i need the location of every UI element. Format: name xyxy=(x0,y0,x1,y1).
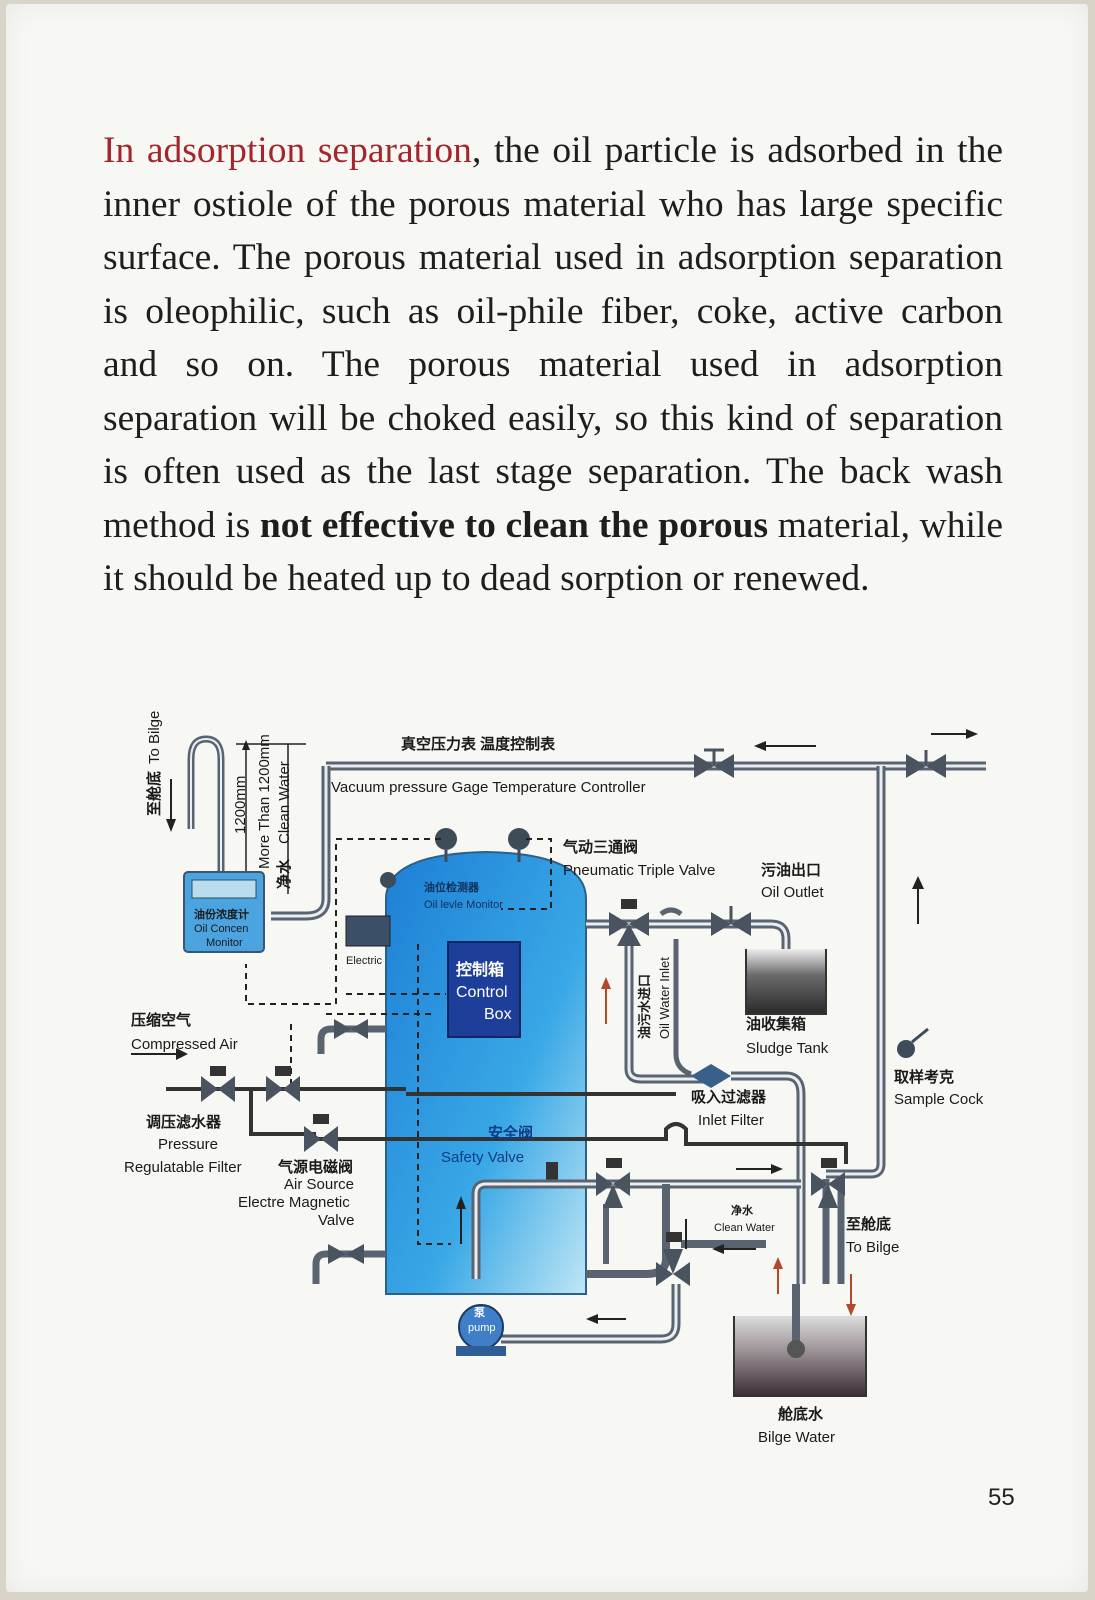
inlet-filter-label-cn: 吸入过滤器 xyxy=(691,1089,767,1106)
separator-tank xyxy=(385,850,587,1295)
clean-water-label-en: Clean Water xyxy=(714,1222,775,1234)
air-source-valve-label-en3: Valve xyxy=(318,1212,355,1229)
page-number: 55 xyxy=(988,1484,1015,1511)
pneumatic-triple-valve xyxy=(609,899,649,946)
air-source-valve-label-en1: Air Source xyxy=(284,1176,355,1193)
ocm-label-cn: 油份浓度计 xyxy=(194,909,249,921)
bilge-water-label-en: Bilge Water xyxy=(758,1429,835,1446)
oil-outlet-label-en: Oil Outlet xyxy=(761,884,824,901)
ocm-label-en1: Oil Concen xyxy=(194,923,249,935)
pneumatic-valve-label-en: Pneumatic Triple Valve xyxy=(563,862,716,879)
oil-level-label-en: Oil levle Monitor xyxy=(424,899,503,911)
compressed-air-label-en: Compressed Air xyxy=(131,1036,238,1053)
to-bilge-label-en: To Bilge xyxy=(146,710,163,764)
air-source-valve-label-en2: Electre Magnetic xyxy=(238,1194,350,1211)
top-valve-2 xyxy=(906,750,946,778)
pump-label-cn: 泵 xyxy=(474,1307,485,1319)
air-source-valve-label-cn: 气源电磁阀 xyxy=(278,1159,354,1176)
pressure-filter-label-en2: Regulatable Filter xyxy=(124,1159,242,1176)
air-inlet-valve xyxy=(266,1066,300,1102)
sample-cock-label-cn: 取样考克 xyxy=(894,1069,955,1086)
three-way-valve-3 xyxy=(811,1158,845,1208)
control-box-label-en1: Control xyxy=(456,984,508,1001)
control-box-label-en2: Box xyxy=(484,1006,512,1023)
sludge-tank-label-en: Sludge Tank xyxy=(746,1040,829,1057)
schematic-drawing xyxy=(131,729,986,1397)
pump-label-en: pump xyxy=(468,1322,496,1334)
control-box xyxy=(447,941,521,1038)
three-way-valve-1 xyxy=(596,1158,630,1208)
pressure-filter-label-cn: 调压滤水器 xyxy=(146,1114,222,1131)
safety-valve-label-en: Safety Valve xyxy=(441,1149,525,1166)
top-valve-1 xyxy=(694,748,734,778)
gauge-label-en: Vacuum pressure Gage Temperature Control… xyxy=(331,779,646,796)
sample-cock-label-en: Sample Cock xyxy=(894,1091,984,1108)
pressure-filter-valve xyxy=(201,1066,235,1102)
electric-label: Electric xyxy=(346,955,383,967)
pneumatic-valve-label-cn: 气动三通阀 xyxy=(563,839,639,856)
sludge-tank-label-cn: 油收集箱 xyxy=(746,1016,807,1033)
oil-outlet-valve xyxy=(711,906,751,936)
oil-level-label-cn: 油位检测器 xyxy=(424,882,479,894)
oil-water-inlet-cn: 油污水进口 xyxy=(637,973,652,1039)
compressed-air-label-cn: 压缩空气 xyxy=(131,1012,192,1029)
more-than-label: More Than 1200mm xyxy=(256,734,273,869)
inlet-filter-label-en: Inlet Filter xyxy=(698,1112,764,1129)
highlighted-term: In adsorption separation xyxy=(103,130,472,171)
to-bilge-label2-en: To Bilge xyxy=(846,1239,900,1256)
book-page: In adsorption separation, the oil partic… xyxy=(6,4,1088,1592)
pressure-filter-label-en1: Pressure xyxy=(158,1136,219,1153)
bilge-water-label-cn: 舱底水 xyxy=(778,1406,824,1423)
gauge-label-cn: 真空压力表 温度控制表 xyxy=(401,736,556,753)
clean-water-cn-vertical: 净水 xyxy=(276,858,293,889)
paragraph-text-2: material, while it should be heated up t… xyxy=(103,504,1003,600)
bold-phrase: not effective to clean the porous xyxy=(259,504,769,546)
clean-water-label-cn: 净水 xyxy=(731,1205,753,1217)
sludge-tank xyxy=(745,949,827,1015)
to-bilge-label2-cn: 至舱底 xyxy=(846,1216,892,1233)
three-way-valve-2 xyxy=(656,1232,690,1286)
to-bilge-label-cn: 至舱底 xyxy=(146,770,163,816)
paragraph-text-1: , the oil particle is adsorbed in the in… xyxy=(103,130,1003,546)
clean-water-vertical: Clean Water xyxy=(276,761,293,844)
dimension-1200-label: 1200mm xyxy=(232,775,249,834)
control-box-label-cn: 控制箱 xyxy=(456,962,505,979)
oil-outlet-label-cn: 污油出口 xyxy=(761,862,822,879)
body-paragraph: In adsorption separation, the oil partic… xyxy=(103,124,1003,606)
air-source-solenoid-valve xyxy=(304,1114,338,1152)
inlet-filter-symbol xyxy=(691,1064,731,1088)
safety-valve-label-cn: 安全阀 xyxy=(488,1125,534,1142)
oil-water-separator-diagram: 至舱底 To Bilge 1200mm More Than 1200mm 净水 … xyxy=(106,684,1046,1474)
ocm-label-en2: Monitor xyxy=(206,937,243,949)
oil-water-inlet-en: Oil Water Inlet xyxy=(657,957,672,1039)
